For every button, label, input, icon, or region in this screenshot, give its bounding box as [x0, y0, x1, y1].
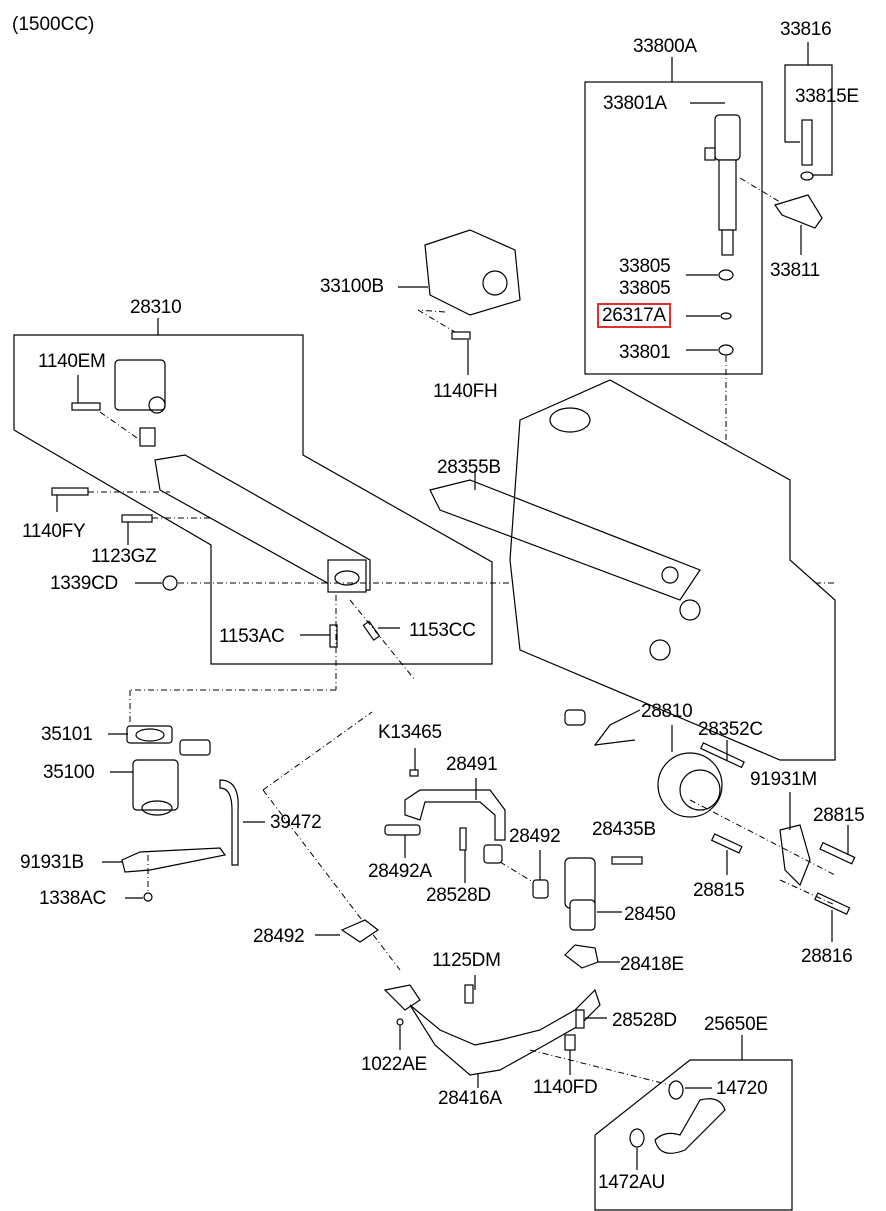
part-label-1123GZ[interactable]: 1123GZ	[91, 546, 157, 567]
part-label-1153AC[interactable]: 1153AC	[219, 626, 285, 647]
part-label-33801A[interactable]: 33801A	[603, 93, 667, 114]
engine-block	[429, 379, 836, 761]
part-label-26317A-highlighted[interactable]: 26317A	[597, 303, 671, 328]
part-label-28416A[interactable]: 28416A	[438, 1088, 502, 1109]
intake-manifold	[51, 359, 835, 725]
part-label-33811[interactable]: 33811	[770, 260, 820, 281]
egr-pipe-assembly	[315, 748, 671, 1088]
part-label-K13465[interactable]: K13465	[378, 722, 442, 743]
part-label-28418E[interactable]: 28418E	[620, 954, 684, 975]
part-label-33800A[interactable]: 33800A	[633, 36, 697, 57]
part-label-1153CC[interactable]: 1153CC	[409, 620, 476, 641]
throttle-body	[102, 711, 401, 971]
part-label-1125DM[interactable]: 1125DM	[432, 950, 501, 971]
part-label-33801[interactable]: 33801	[619, 342, 671, 363]
part-label-1140EM[interactable]: 1140EM	[38, 351, 106, 372]
part-label-1140FD[interactable]: 1140FD	[533, 1077, 598, 1098]
part-label-33816[interactable]: 33816	[780, 19, 832, 40]
part-label-25650E[interactable]: 25650E	[704, 1014, 768, 1035]
hose-group-box	[594, 1035, 793, 1211]
manifold-group-box	[13, 318, 493, 665]
part-label-28492[interactable]: 28492	[509, 826, 561, 847]
clamp-bolt	[739, 119, 823, 255]
part-label-28352C[interactable]: 28352C	[698, 719, 763, 740]
fuel-pump	[398, 229, 521, 375]
part-label-28492[interactable]: 28492	[253, 926, 305, 947]
injector-group-box	[584, 42, 833, 375]
part-label-35100[interactable]: 35100	[43, 762, 95, 783]
part-label-1140FH[interactable]: 1140FH	[433, 381, 498, 402]
part-label-1472AU[interactable]: 1472AU	[598, 1172, 665, 1193]
part-label-28450[interactable]: 28450	[624, 904, 676, 925]
part-label-1022AE[interactable]: 1022AE	[361, 1054, 427, 1075]
part-label-33100B[interactable]: 33100B	[320, 276, 384, 297]
part-label-39472[interactable]: 39472	[270, 812, 322, 833]
part-label-28528D[interactable]: 28528D	[612, 1010, 677, 1031]
part-label-28528D[interactable]: 28528D	[426, 885, 491, 906]
engine-variant-title: (1500CC)	[12, 14, 95, 35]
part-label-28816[interactable]: 28816	[801, 946, 853, 967]
part-label-28815[interactable]: 28815	[813, 805, 865, 826]
part-label-28492A[interactable]: 28492A	[368, 861, 432, 882]
part-label-28435B[interactable]: 28435B	[592, 819, 656, 840]
part-label-14720[interactable]: 14720	[716, 1078, 768, 1099]
part-label-91931B[interactable]: 91931B	[20, 852, 84, 873]
part-label-28815[interactable]: 28815	[693, 880, 745, 901]
part-label-1140FY[interactable]: 1140FY	[22, 521, 86, 542]
part-label-1338AC[interactable]: 1338AC	[39, 888, 106, 909]
vacuum-pump	[593, 709, 856, 942]
part-label-33805[interactable]: 33805	[619, 278, 671, 299]
part-label-91931M[interactable]: 91931M	[750, 769, 817, 790]
part-label-33805[interactable]: 33805	[619, 256, 671, 277]
part-label-28355B[interactable]: 28355B	[437, 457, 501, 478]
part-label-33815E[interactable]: 33815E	[795, 86, 859, 107]
part-label-35101[interactable]: 35101	[41, 724, 93, 745]
part-label-28491[interactable]: 28491	[446, 754, 498, 775]
part-label-28310[interactable]: 28310	[130, 297, 182, 318]
part-label-28810[interactable]: 28810	[641, 701, 693, 722]
part-label-1339CD[interactable]: 1339CD	[50, 573, 118, 594]
